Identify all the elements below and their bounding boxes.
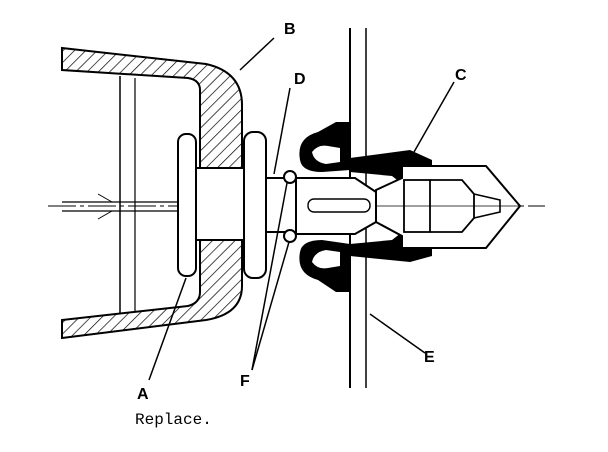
grommet [299,122,350,292]
pin-a [177,131,377,279]
callout-d: D [294,71,306,88]
callout-a: A [137,386,149,403]
o-rings-f [283,170,297,243]
callout-e: E [424,349,435,366]
replace-note: Replace. [135,411,212,429]
inner-rod [62,193,178,220]
leader-lines [148,37,455,381]
callout-c: C [455,67,467,84]
callout-b: B [284,21,296,38]
nose-cone [375,165,522,249]
callout-f: F [240,373,250,390]
